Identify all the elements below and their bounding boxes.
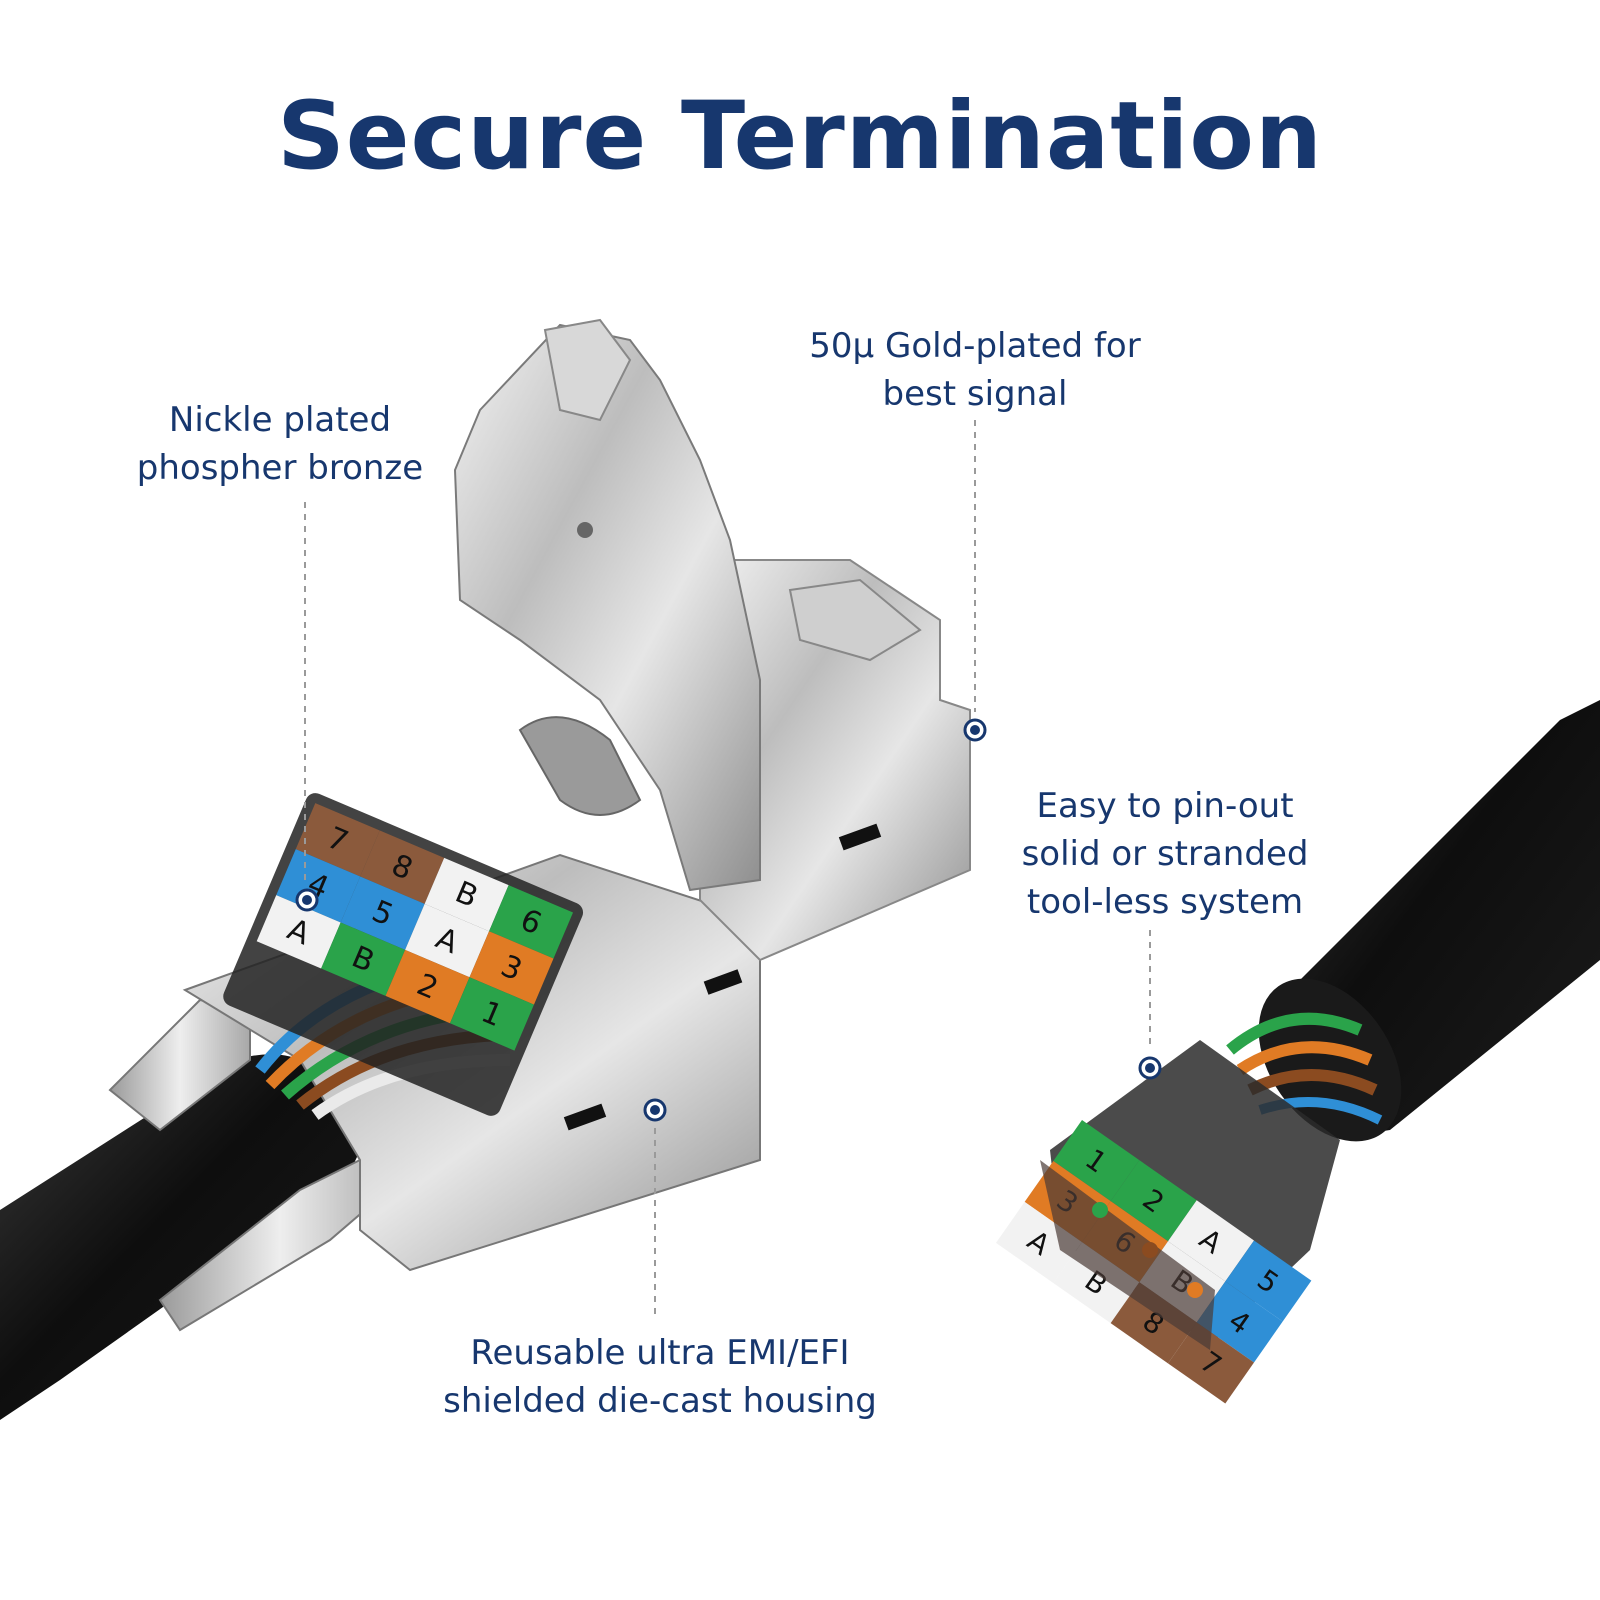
- housing-callout: Reusable ultra EMI/EFI shielded die-cast…: [420, 1329, 900, 1425]
- housing-callout-line2: shielded die-cast housing: [443, 1381, 877, 1421]
- flip-cover: [453, 323, 761, 892]
- nickle-callout-line1: Nickle plated: [168, 400, 392, 440]
- gold-callout-line1: 50μ Gold-plated for: [809, 326, 1141, 366]
- pinout-marker: [1138, 1056, 1162, 1080]
- nickle-marker: [295, 888, 319, 912]
- left-connector: 7 8 B 4 5 A 6 3 A B 2 1: [0, 318, 971, 1420]
- pin-out-callout: Easy to pin-out solid or stranded tool-l…: [1000, 782, 1330, 926]
- gold-callout-line2: best signal: [882, 374, 1068, 414]
- right-connector: 1 2 A 5 3 6 B 4 A B 8 7: [995, 700, 1600, 1404]
- page-title: Secure Termination: [277, 82, 1323, 191]
- left-cable: [0, 1054, 360, 1420]
- pinout-callout-line1: Easy to pin-out: [1036, 786, 1294, 826]
- housing-callout-line1: Reusable ultra EMI/EFI: [470, 1333, 850, 1373]
- pinout-callout-line2: solid or stranded: [1021, 834, 1309, 874]
- left-terminal-block: 7 8 B 4 5 A 6 3 A B 2 1: [223, 793, 584, 1116]
- nickle-plated-callout: Nickle plated phospher bronze: [120, 396, 440, 492]
- nickle-callout-line2: phospher bronze: [136, 448, 424, 488]
- housing-marker: [643, 1098, 667, 1122]
- gold-plated-callout: 50μ Gold-plated for best signal: [790, 322, 1160, 418]
- gold-marker: [963, 718, 987, 742]
- pinout-callout-line3: tool-less system: [1026, 882, 1304, 922]
